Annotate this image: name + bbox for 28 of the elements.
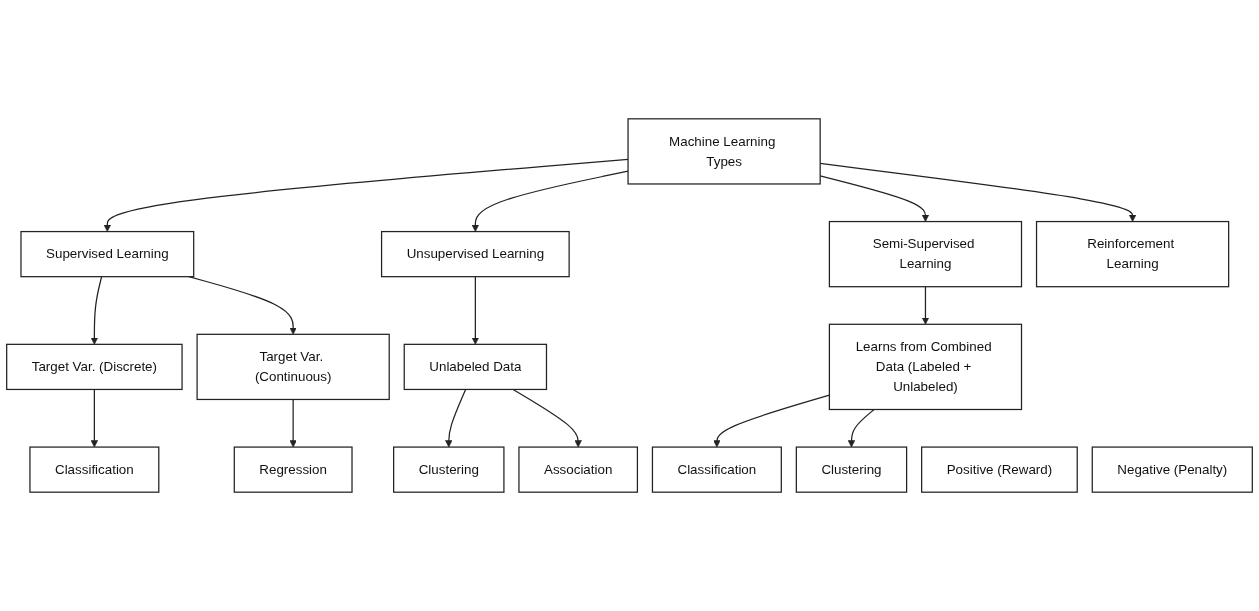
arrow (289, 398, 297, 448)
node-box: Target Var. (Continuous) (196, 333, 390, 401)
node-box: Reinforcement Learning (1035, 220, 1230, 288)
node-box: Classification (651, 446, 782, 493)
arrow (90, 276, 103, 345)
node-box: Machine Learning Types (627, 118, 821, 185)
arrow (512, 388, 582, 448)
arrow (471, 276, 480, 345)
node-box: Negative (Penalty) (1091, 446, 1253, 493)
node-box: Supervised Learning (20, 230, 195, 278)
arrow (103, 158, 629, 232)
arrow (90, 388, 99, 448)
node-box: Target Var. (Discrete) (6, 343, 183, 391)
node-box: Semi-Supervised Learning (828, 220, 1023, 288)
node-box: Association (518, 446, 639, 493)
node-box: Positive (Reward) (921, 446, 1078, 493)
node-box: Unsupervised Learning (380, 230, 570, 278)
arrow (471, 170, 629, 232)
node-box: Regression (233, 446, 353, 493)
node-box: Unlabeled Data (403, 343, 548, 391)
node-box: Learns from Combined Data (Labeled + Unlabeled) (828, 323, 1023, 411)
arrow (445, 388, 467, 448)
arrow (921, 286, 930, 325)
node-box: Clustering (795, 446, 908, 493)
arrow (847, 408, 875, 448)
node-box: Clustering (393, 446, 505, 493)
arrow (188, 276, 297, 335)
node-box: Classification (29, 446, 160, 493)
